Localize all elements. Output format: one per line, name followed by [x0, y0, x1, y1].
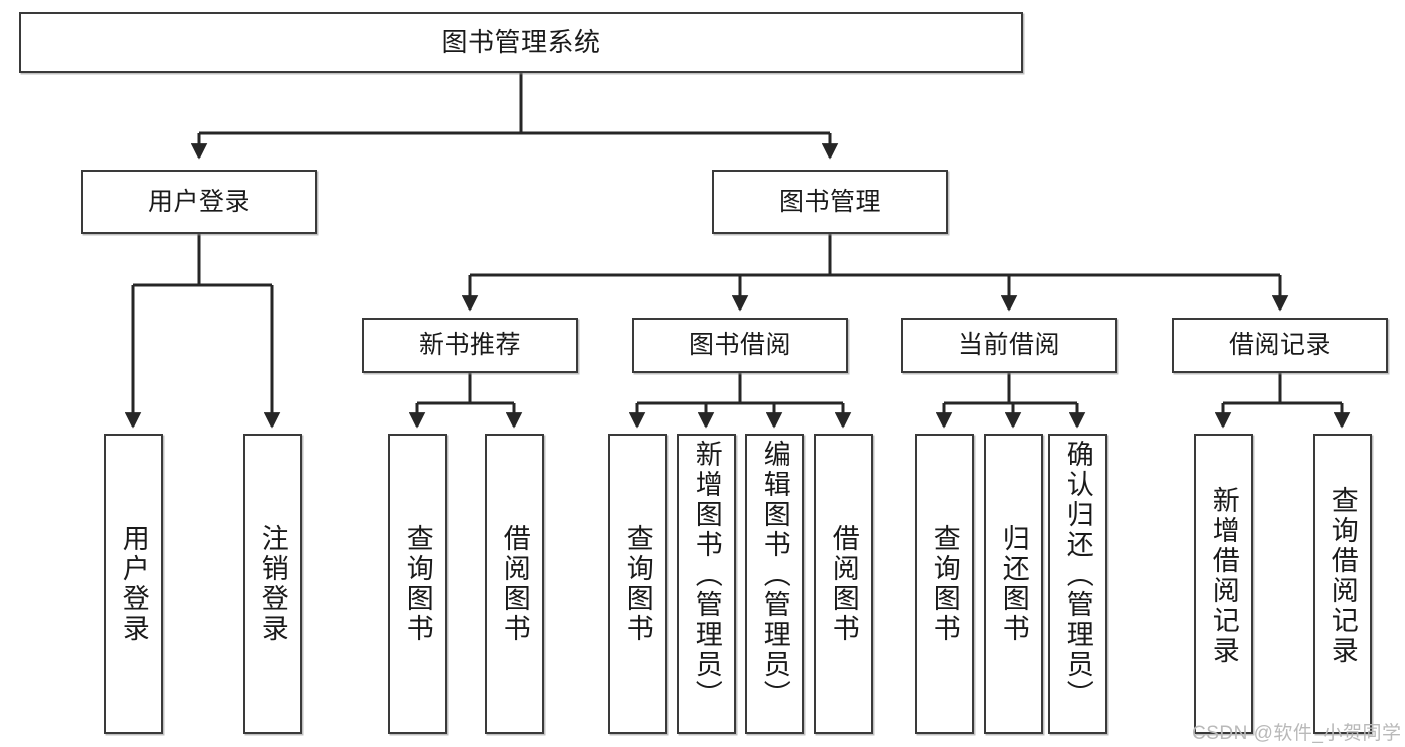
node-label: 查询图书: [929, 524, 960, 644]
node-label: 当前借阅: [957, 331, 1060, 360]
node-label: 新增图书（管理员）: [691, 440, 722, 710]
csdn-watermark: CSDN @软件_小贺同学: [1192, 723, 1402, 744]
node-label: 查询图书: [402, 524, 433, 644]
node-label: 归还图书: [998, 524, 1029, 644]
leaf-confirm-return-admin[interactable]: 确认归还（管理员）: [1048, 434, 1107, 734]
node-label: 编辑图书（管理员）: [759, 440, 790, 710]
node-label: 图书借阅: [688, 331, 791, 360]
node-root-system[interactable]: 图书管理系统: [19, 12, 1023, 73]
leaf-user-login[interactable]: 用户登录: [104, 434, 163, 734]
node-label: 查询借阅记录: [1327, 486, 1358, 666]
node-label: 用户登录: [147, 187, 250, 216]
node-label: 注销登录: [257, 524, 288, 644]
node-label: 用户登录: [118, 524, 149, 644]
node-current-borrow[interactable]: 当前借阅: [901, 318, 1117, 373]
node-label: 确认归还（管理员）: [1062, 440, 1093, 710]
node-book-management[interactable]: 图书管理: [712, 170, 948, 234]
node-book-borrow[interactable]: 图书借阅: [632, 318, 848, 373]
node-label: 借阅记录: [1228, 331, 1331, 360]
node-borrow-record[interactable]: 借阅记录: [1172, 318, 1388, 373]
leaf-return-book[interactable]: 归还图书: [984, 434, 1043, 734]
leaf-add-book-admin[interactable]: 新增图书（管理员）: [677, 434, 736, 734]
leaf-query-borrow-record[interactable]: 查询借阅记录: [1313, 434, 1372, 734]
node-new-book-recommend[interactable]: 新书推荐: [362, 318, 578, 373]
leaf-query-book-borrow[interactable]: 查询图书: [608, 434, 667, 734]
leaf-borrow-book-recommend[interactable]: 借阅图书: [485, 434, 544, 734]
node-label: 查询图书: [622, 524, 653, 644]
node-label: 借阅图书: [828, 524, 859, 644]
leaf-logout[interactable]: 注销登录: [243, 434, 302, 734]
node-label: 图书管理系统: [441, 26, 601, 57]
leaf-edit-book-admin[interactable]: 编辑图书（管理员）: [745, 434, 804, 734]
leaf-query-book-current[interactable]: 查询图书: [915, 434, 974, 734]
node-user-login[interactable]: 用户登录: [81, 170, 317, 234]
node-label: 图书管理: [778, 187, 881, 216]
node-label: 新增借阅记录: [1208, 486, 1239, 666]
leaf-add-borrow-record[interactable]: 新增借阅记录: [1194, 434, 1253, 734]
node-label: 新书推荐: [418, 331, 521, 360]
node-label: 借阅图书: [499, 524, 530, 644]
leaf-borrow-book[interactable]: 借阅图书: [814, 434, 873, 734]
leaf-query-book-recommend[interactable]: 查询图书: [388, 434, 447, 734]
